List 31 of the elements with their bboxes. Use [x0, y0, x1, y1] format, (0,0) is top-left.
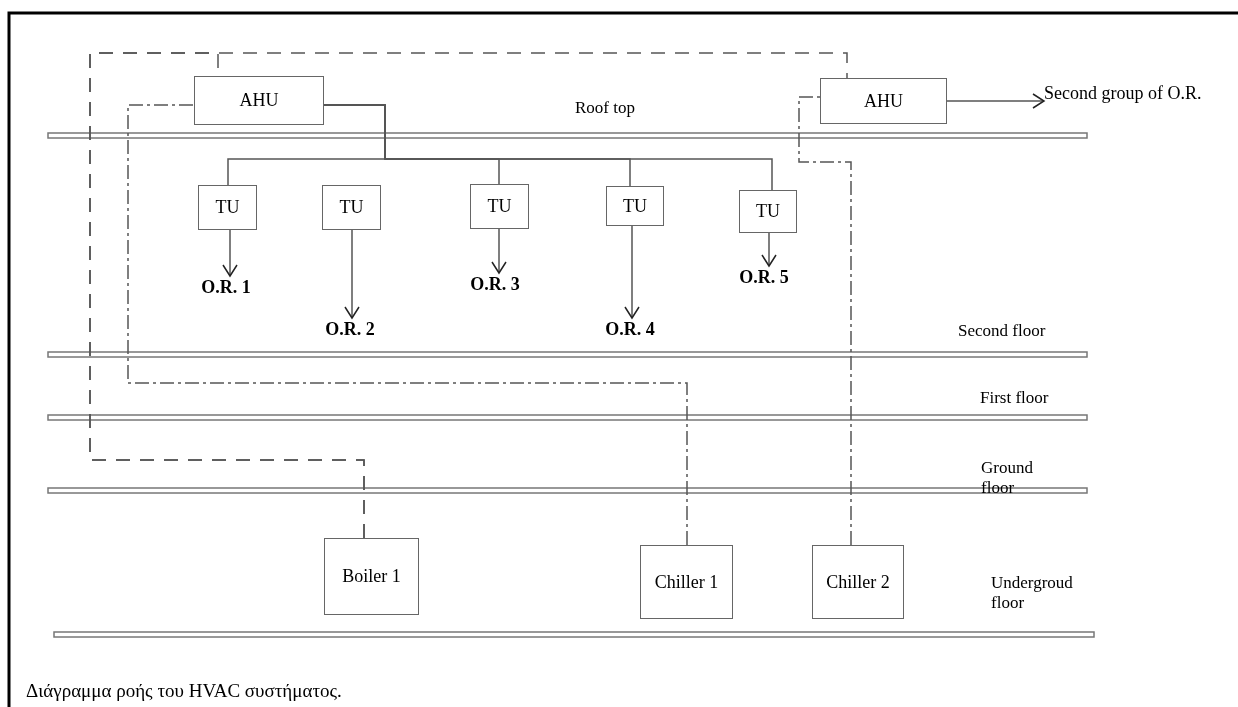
pipe-line	[127, 104, 688, 546]
floor-label: First floor	[980, 388, 1049, 409]
figure-caption: Διάγραμμα ροής του HVAC συστήματος.	[26, 680, 342, 702]
pipe-line	[798, 96, 852, 546]
pipe-line	[89, 52, 848, 539]
arrow	[624, 225, 640, 319]
arrow	[946, 93, 1045, 109]
room-label: O.R. 5	[724, 266, 804, 288]
unit-box: TU	[739, 190, 797, 233]
arrow	[761, 232, 777, 267]
room-label: O.R. 3	[455, 273, 535, 295]
unit-box: AHU	[194, 76, 324, 125]
floor-label: Ground floor	[981, 458, 1034, 499]
unit-box: TU	[322, 185, 381, 230]
room-label: O.R. 2	[310, 318, 390, 340]
arrow	[491, 228, 507, 274]
room-label: Second group of O.R.	[1044, 68, 1204, 118]
arrow	[222, 229, 238, 277]
unit-box: Chiller 2	[812, 545, 904, 619]
unit-box: TU	[198, 185, 257, 230]
arrow	[344, 229, 360, 319]
room-label: O.R. 4	[590, 318, 670, 340]
floor-label: Undergroud floor	[991, 573, 1074, 614]
floor-label: Roof top	[575, 98, 635, 119]
unit-box: Chiller 1	[640, 545, 733, 619]
floor-label: Second floor	[958, 321, 1046, 342]
unit-box: AHU	[820, 78, 947, 124]
unit-box: TU	[606, 186, 664, 226]
room-label: O.R. 1	[186, 276, 266, 298]
unit-box: Boiler 1	[324, 538, 419, 615]
unit-box: TU	[470, 184, 529, 229]
